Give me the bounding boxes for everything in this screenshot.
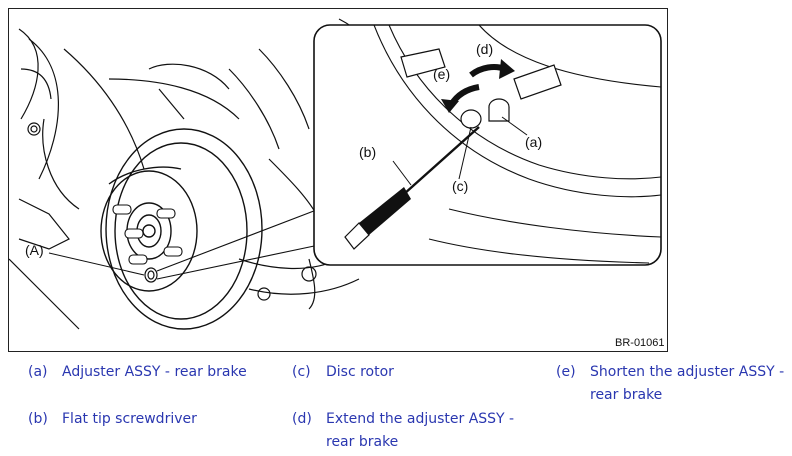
inset-leaders	[392, 116, 528, 186]
legend-key: (e)	[556, 364, 576, 380]
leader-A	[48, 252, 145, 276]
figure-frame: (d) (e) (a) (b) (c) (A) BR-01061	[8, 8, 668, 352]
callout-c: (c)	[452, 178, 468, 194]
rotation-arrows	[441, 59, 515, 113]
callout-A: (A)	[25, 242, 44, 258]
legend-key: (d)	[292, 411, 312, 427]
legend-text: Disc rotor	[326, 364, 394, 380]
wheel-studs	[112, 204, 183, 265]
figure-code: BR-01061	[615, 337, 665, 349]
legend-text: Shorten the adjuster ASSY -	[590, 364, 785, 380]
background-suspension-lines	[9, 18, 390, 330]
detail-inset	[313, 24, 662, 266]
legend-text: Adjuster ASSY - rear brake	[62, 364, 247, 380]
legend-item-b: (b) Flat tip screwdriver	[28, 408, 278, 432]
legend-item-d: (d) Extend the adjuster ASSY - rear brak…	[292, 408, 532, 456]
disc-rotor-main	[100, 128, 263, 330]
inset-studs	[400, 48, 562, 100]
legend-key: (c)	[292, 364, 311, 380]
brake-diagram: (d) (e) (a) (b) (c) (A) BR-01061	[9, 18, 665, 349]
legend-item-e: (e) Shorten the adjuster ASSY - rear bra…	[556, 361, 792, 409]
screwdriver	[344, 126, 480, 250]
legend-key: (a)	[28, 364, 48, 380]
callout-b: (b)	[359, 144, 376, 160]
legend-item-c: (c) Disc rotor	[292, 361, 512, 385]
legend-text-line2: rear brake	[326, 434, 399, 450]
legend-key: (b)	[28, 411, 48, 427]
legend-text: Flat tip screwdriver	[62, 411, 197, 427]
callout-a: (a)	[525, 134, 542, 150]
legend-text-line2: rear brake	[590, 387, 663, 403]
adjuster-assy	[460, 98, 510, 129]
callout-d: (d)	[476, 41, 493, 57]
legend-text: Extend the adjuster ASSY -	[326, 411, 515, 427]
zoom-lines	[156, 208, 320, 280]
callout-e: (e)	[433, 66, 450, 82]
legend-item-a: (a) Adjuster ASSY - rear brake	[28, 361, 278, 385]
access-hole	[144, 267, 158, 283]
